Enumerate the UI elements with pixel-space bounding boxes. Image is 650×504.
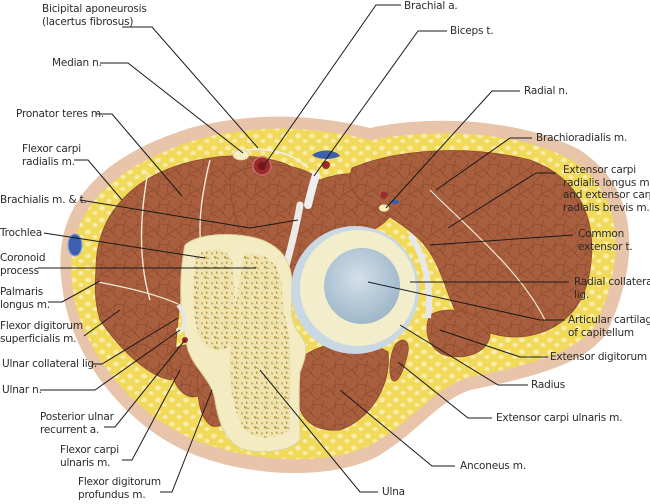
label-extensor-digitorum: Extensor digitorum m. (550, 351, 647, 363)
brachial-artery-lumen (258, 162, 266, 170)
fascial-septum (97, 281, 179, 305)
label-extensor-carpi-ulnaris: Extensor carpi ulnaris m. (496, 412, 623, 424)
label-radial-n: Radial n. (524, 85, 568, 97)
label-posterior-ulnar-recurrent-a: Posterior ulnar recurrent a. (40, 411, 114, 436)
leader-radial-n (385, 90, 520, 209)
label-common-extensor-t: Common extensor t. (578, 228, 633, 253)
label-flexor-carpi-radialis: Flexor carpi radialis m. (22, 143, 81, 168)
leader-pronator-teres (96, 113, 183, 197)
median-nerve (232, 149, 250, 161)
fascial-septum (429, 189, 546, 321)
label-median-n: Median n. (52, 57, 102, 69)
label-biceps-t: Biceps t. (450, 25, 494, 37)
cephalic-vein (312, 150, 340, 159)
leader-fdp (160, 389, 213, 493)
leader-extensor-digitorum (439, 329, 548, 358)
leader-median-n (100, 62, 244, 154)
extensor-muscle-group (349, 150, 593, 338)
capitellum-articular-cartilage (324, 248, 400, 324)
leader-ecrl-ecrb (447, 172, 556, 229)
label-brachial-a: Brachial a. (404, 0, 458, 12)
leader-articular-cartilage (367, 281, 565, 321)
leader-radius (399, 324, 528, 386)
label-ulnar-collateral-lig: Ulnar collateral lig. (2, 358, 98, 370)
leader-ulnar-collateral (92, 317, 179, 365)
leader-ecu (397, 361, 492, 419)
leader-anconeus (339, 389, 455, 467)
leader-biceps-t (313, 30, 447, 177)
label-radial-collateral-lig: Radial collateral lig. (574, 276, 650, 301)
extensor-carpi-ulnaris-muscle (389, 339, 409, 382)
leader-fcu (122, 369, 181, 461)
leader-brachialis (79, 199, 299, 229)
leader-lines (38, 4, 574, 493)
label-bicipital-aponeurosis: Bicipital aponeurosis (lacertus fibrosus… (42, 3, 147, 28)
extensor-digitorum-muscle (426, 309, 491, 358)
leader-brachioradialis (435, 137, 532, 191)
leader-fds (83, 309, 121, 337)
leader-posterior-ulnar-recurrent (104, 339, 186, 428)
radial-nerve (378, 204, 390, 212)
label-brachialis: Brachialis m. & t. (0, 194, 87, 206)
label-anconeus: Anconeus m. (460, 460, 526, 472)
leader-ulna (259, 369, 378, 493)
brachial-vein (322, 161, 330, 169)
coronoid-trabecular-bone (229, 253, 291, 438)
leader-ulnar-n (40, 329, 181, 391)
label-flexor-carpi-ulnaris: Flexor carpi ulnaris m. (60, 444, 119, 469)
label-ecrl-ecrb: Extensor carpi radialis longus m. and ex… (563, 164, 650, 214)
label-ulnar-n: Ulnar n. (2, 384, 42, 396)
leader-common-extensor (429, 234, 574, 246)
radial-recurrent-artery (380, 191, 388, 199)
ulnar-collateral-ligament (176, 303, 187, 331)
label-pronator-teres: Pronator teres m. (16, 108, 105, 120)
label-flexor-digitorum-superficialis: Flexor digitorum superficialis m. (0, 320, 83, 345)
common-extensor-tendon (407, 233, 433, 319)
leader-flexor-carpi-radialis (74, 159, 123, 201)
label-flexor-digitorum-profundus: Flexor digitorum profundus m. (78, 476, 161, 501)
leader-brachial-a (264, 4, 401, 165)
leader-bicipital-aponeurosis (122, 26, 259, 149)
label-brachioradialis: Brachioradialis m. (536, 132, 628, 144)
basilic-vein (67, 233, 83, 257)
label-palmaris-longus: Palmaris longus m. (0, 286, 50, 311)
biceps-tendon (304, 171, 320, 209)
label-coronoid-process: Coronoid process (0, 252, 46, 277)
radial-vein (391, 199, 399, 205)
trochlea-trabecular-bone (193, 249, 235, 351)
leader-trochlea (43, 232, 206, 259)
label-radius: Radius (531, 379, 566, 391)
label-trochlea: Trochlea (0, 227, 43, 239)
leader-palmaris-longus (48, 280, 101, 303)
label-articular-cartilage: Articular cartilage of capitellum (568, 314, 650, 339)
label-ulna: Ulna (382, 486, 405, 498)
fascial-septum (140, 171, 151, 301)
